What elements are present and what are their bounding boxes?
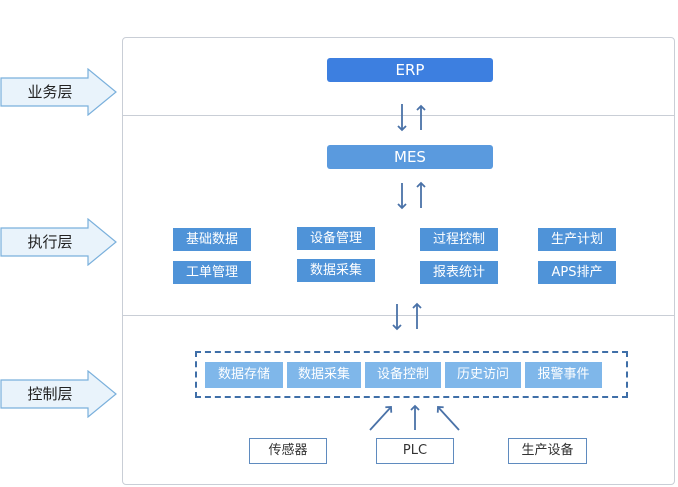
module-work-order: 工单管理: [173, 261, 251, 284]
module-production-plan: 生产计划: [538, 228, 616, 251]
layer-divider-2: [122, 315, 675, 316]
module-data-collection: 数据采集: [297, 259, 375, 282]
module-aps-scheduling: APS排产: [538, 261, 616, 284]
control-data-storage: 数据存储: [205, 362, 283, 388]
control-equipment-control: 设备控制: [365, 362, 441, 388]
erp-bar: ERP: [327, 58, 493, 82]
erp-mes-arrows: [397, 104, 426, 132]
layer-execution: 执行层: [0, 218, 118, 266]
layer-divider-1: [122, 115, 675, 116]
layer-arrow-shape: [0, 370, 117, 418]
layer-execution-label: 执行层: [27, 233, 73, 251]
mes-bar: MES: [327, 145, 493, 169]
module-equipment-management: 设备管理: [297, 227, 375, 250]
layer-business: 业务层: [0, 68, 118, 116]
device-plc: PLC: [376, 438, 454, 464]
device-sensor: 传感器: [249, 438, 327, 464]
control-alarm-events: 报警事件: [525, 362, 602, 388]
module-basic-data: 基础数据: [173, 228, 251, 251]
device-control-arrows: [369, 404, 460, 431]
execution-control-arrows: [392, 302, 422, 331]
control-data-collection: 数据采集: [287, 362, 361, 388]
control-history-access: 历史访问: [445, 362, 521, 388]
layer-business-label: 业务层: [27, 83, 73, 101]
mes-modules-arrows: [397, 181, 426, 210]
layer-arrow-shape: [0, 218, 117, 266]
control-module-group: [195, 351, 628, 398]
module-process-control: 过程控制: [420, 228, 498, 251]
device-production-equipment: 生产设备: [508, 438, 587, 464]
module-report-statistics: 报表统计: [420, 261, 498, 284]
layer-arrow-shape: [0, 68, 117, 116]
layer-control: 控制层: [0, 370, 118, 418]
layer-control-label: 控制层: [27, 385, 73, 403]
